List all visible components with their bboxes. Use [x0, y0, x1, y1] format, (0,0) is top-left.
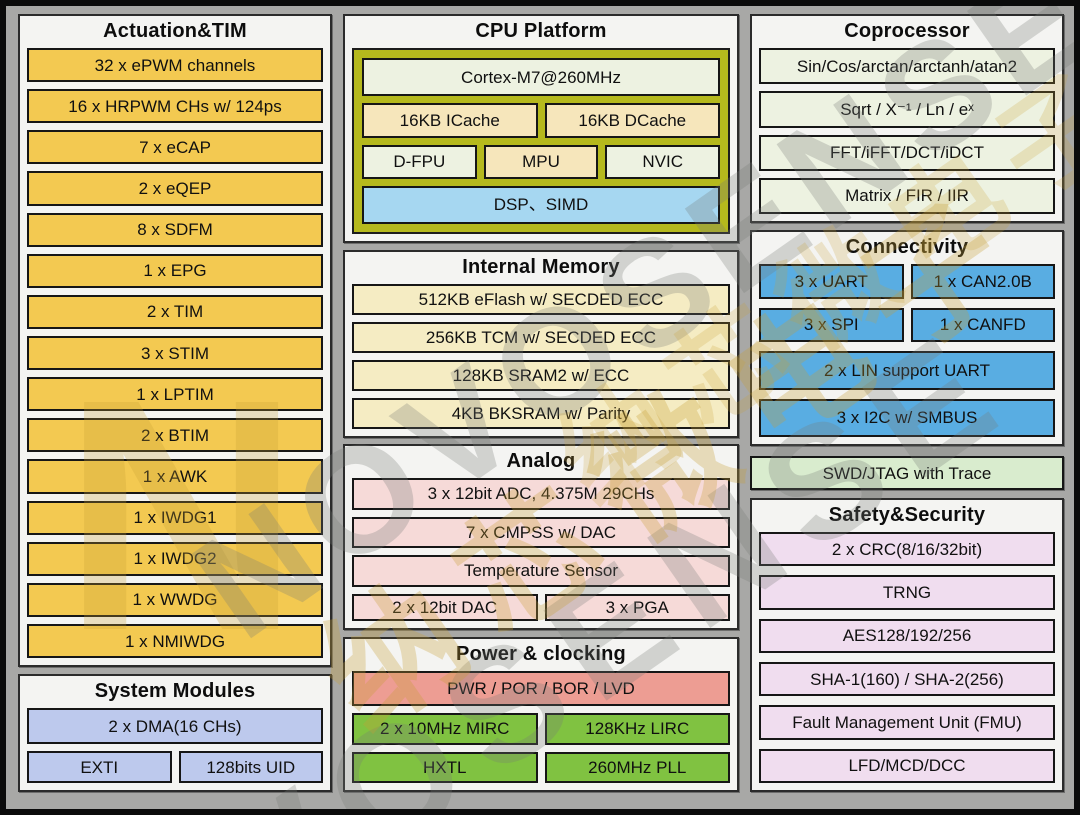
cpu-core-container: Cortex-M7@260MHz 16KB ICache 16KB DCache… [352, 48, 730, 234]
block-dcache: 16KB DCache [544, 103, 720, 138]
block-eflash: 512KB eFlash w/ SECDED ECC [352, 284, 730, 315]
panel-connectivity: Connectivity 3 x UART 1 x CAN2.0B 3 x SP… [750, 230, 1064, 446]
block-pwr-por-bor-lvd: PWR / POR / BOR / LVD [352, 671, 730, 707]
block-iwdg1: 1 x IWDG1 [27, 500, 323, 535]
block-aes: AES128/192/256 [759, 618, 1055, 653]
block-mirc: 2 x 10MHz MIRC [352, 713, 538, 745]
block-epg: 1 x EPG [27, 253, 323, 288]
panel-actuation-tim: Actuation&TIM 32 x ePWM channels 16 x HR… [18, 14, 332, 667]
panel-title-power: Power & clocking [456, 643, 626, 665]
panel-title-actuation: Actuation&TIM [103, 20, 247, 42]
block-i2c-smbus: 3 x I2C w/ SMBUS [759, 398, 1055, 437]
block-fmu: Fault Management Unit (FMU) [759, 705, 1055, 740]
block-nvic: NVIC [605, 144, 721, 179]
panel-power-clocking: Power & clocking PWR / POR / BOR / LVD 2… [343, 637, 739, 792]
block-cmpss: 7 x CMPSS w/ DAC [352, 516, 730, 548]
block-lin-uart: 2 x LIN support UART [759, 351, 1055, 390]
block-uid: 128bits UID [178, 751, 323, 783]
block-dfpu: D-FPU [362, 144, 477, 179]
block-pll: 260MHz PLL [544, 751, 730, 783]
block-sha: SHA-1(160) / SHA-2(256) [759, 661, 1055, 697]
block-icache: 16KB ICache [362, 103, 538, 138]
block-btim: 2 x BTIM [27, 418, 323, 453]
panel-title-system-modules: System Modules [94, 680, 256, 702]
block-tim: 2 x TIM [27, 294, 323, 329]
panel-title-memory: Internal Memory [462, 256, 620, 278]
block-canfd: 1 x CANFD [910, 307, 1055, 342]
block-sram2: 128KB SRAM2 w/ ECC [352, 360, 730, 391]
block-swd-jtag-trace: SWD/JTAG with Trace [750, 456, 1064, 490]
actuation-block-list: 32 x ePWM channels 16 x HRPWM CHs w/ 124… [27, 48, 323, 659]
block-spi: 3 x SPI [759, 307, 904, 342]
block-trng: TRNG [759, 575, 1055, 610]
block-dma: 2 x DMA(16 CHs) [27, 708, 323, 744]
panel-coprocessor: Coprocessor Sin/Cos/arctan/arctanh/atan2… [750, 14, 1064, 223]
block-tcm: 256KB TCM w/ SECDED ECC [352, 322, 730, 353]
panel-title-connectivity: Connectivity [845, 236, 969, 258]
block-uart: 3 x UART [759, 264, 904, 299]
block-awk: 1 x AWK [27, 459, 323, 494]
block-cortex-m7: Cortex-M7@260MHz [362, 58, 720, 97]
block-ecap: 7 x eCAP [27, 130, 323, 165]
panel-title-safety: Safety&Security [828, 504, 986, 526]
block-matrix-fir-iir: Matrix / FIR / IIR [759, 177, 1055, 214]
block-hrpwm: 16 x HRPWM CHs w/ 124ps [27, 89, 323, 124]
block-crc: 2 x CRC(8/16/32bit) [759, 532, 1055, 567]
block-dac: 2 x 12bit DAC [352, 593, 538, 621]
block-bksram: 4KB BKSRAM w/ Parity [352, 398, 730, 429]
panel-system-modules: System Modules 2 x DMA(16 CHs) EXTI 128b… [18, 674, 332, 792]
panel-internal-memory: Internal Memory 512KB eFlash w/ SECDED E… [343, 250, 739, 438]
block-iwdg2: 1 x IWDG2 [27, 541, 323, 576]
block-exti: EXTI [27, 751, 172, 783]
block-temp-sensor: Temperature Sensor [352, 555, 730, 587]
panel-cpu-platform: CPU Platform Cortex-M7@260MHz 16KB ICach… [343, 14, 739, 243]
block-sqrt-ln-exp: Sqrt / X⁻¹ / Ln / eˣ [759, 91, 1055, 128]
block-pga: 3 x PGA [544, 593, 730, 621]
panel-safety-security: Safety&Security 2 x CRC(8/16/32bit) TRNG… [750, 498, 1064, 792]
panel-title-coprocessor: Coprocessor [844, 20, 970, 42]
panel-title-analog: Analog [506, 450, 576, 472]
block-hxtl: HXTL [352, 751, 538, 783]
block-dsp-simd: DSP、SIMD [362, 185, 720, 224]
block-lfd-mcd-dcc: LFD/MCD/DCC [759, 748, 1055, 783]
block-stim: 3 x STIM [27, 335, 323, 371]
block-trig-functions: Sin/Cos/arctan/arctanh/atan2 [759, 48, 1055, 85]
block-lptim: 1 x LPTIM [27, 377, 323, 412]
block-wwdg: 1 x WWDG [27, 582, 323, 617]
block-fft-dct: FFT/iFFT/DCT/iDCT [759, 134, 1055, 171]
block-adc: 3 x 12bit ADC, 4.375M 29CHs [352, 478, 730, 510]
block-sdfm: 8 x SDFM [27, 212, 323, 247]
block-nmiwdg: 1 x NMIWDG [27, 623, 323, 659]
panel-analog: Analog 3 x 12bit ADC, 4.375M 29CHs 7 x C… [343, 444, 739, 630]
block-lirc: 128KHz LIRC [544, 713, 730, 745]
block-epwm-channels: 32 x ePWM channels [27, 48, 323, 83]
panel-title-cpu: CPU Platform [475, 20, 607, 42]
block-eqep: 2 x eQEP [27, 171, 323, 206]
block-can20b: 1 x CAN2.0B [910, 264, 1055, 299]
block-mpu: MPU [483, 144, 599, 179]
